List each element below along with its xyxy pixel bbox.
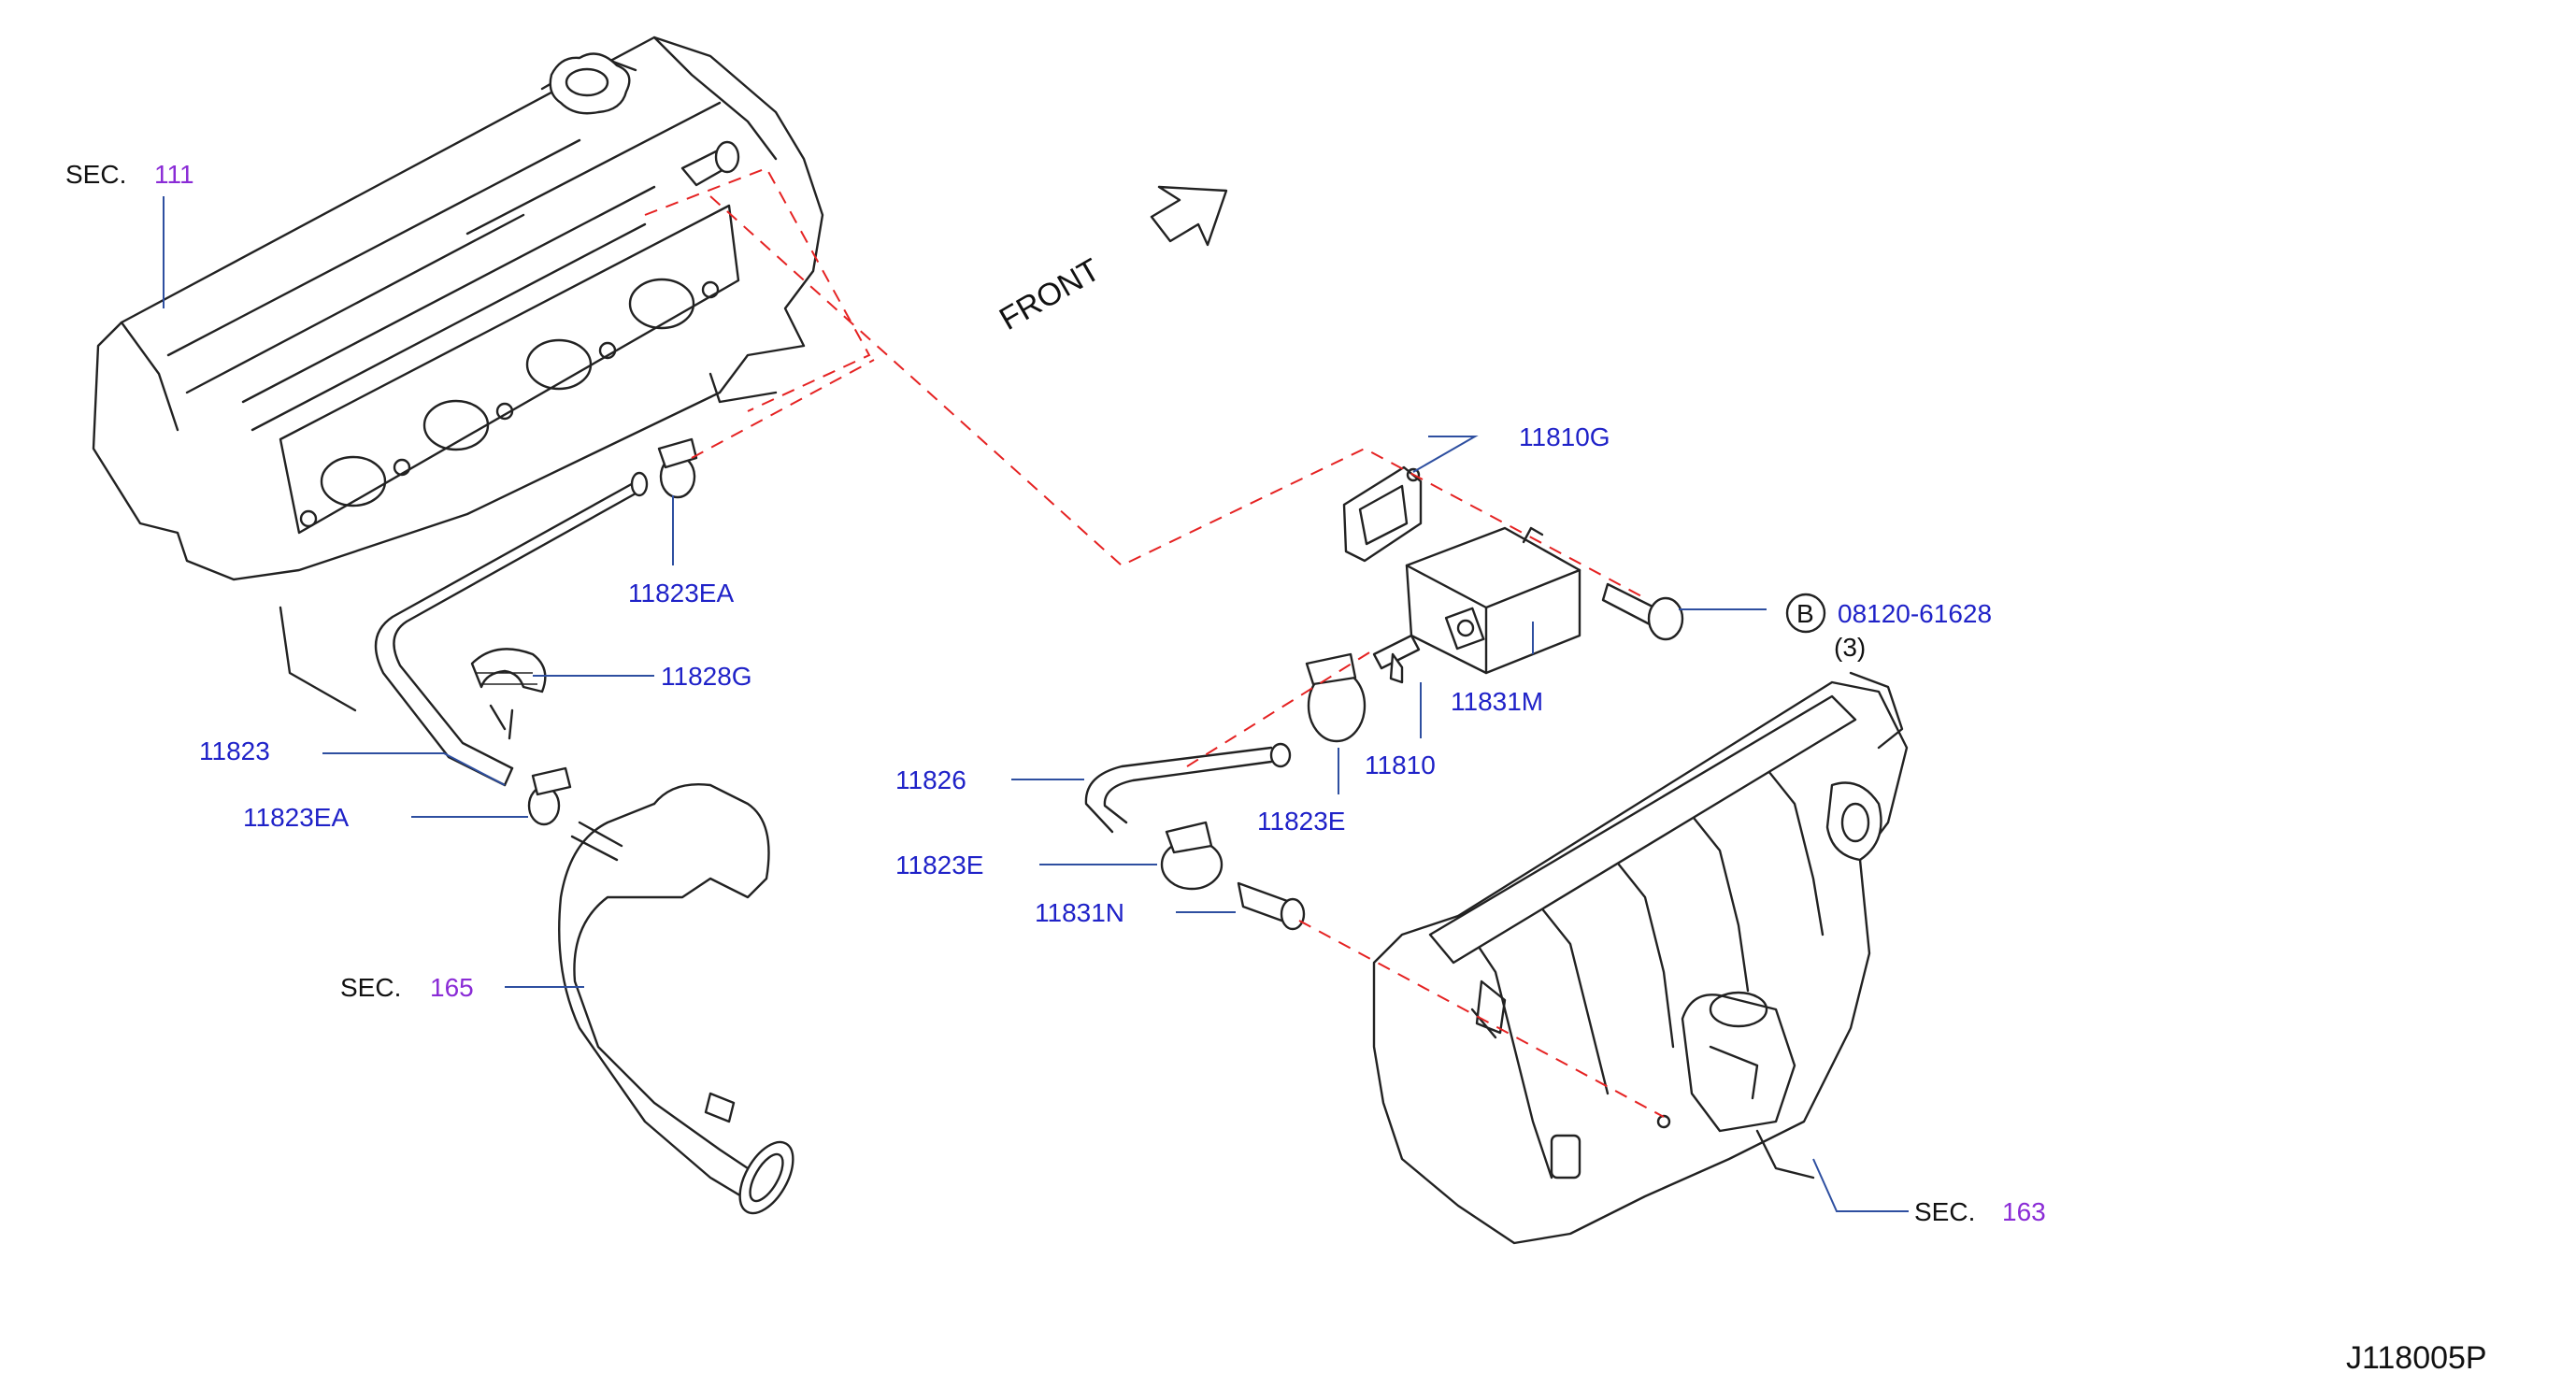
part-11831M-label[interactable]: 11831M [1451, 687, 1543, 716]
connector-11831N-illustration [1237, 881, 1306, 931]
part-11826-label[interactable]: 11826 [895, 765, 966, 794]
separator-11831M-illustration [1405, 526, 1581, 675]
part-11810G-label[interactable]: 11810G [1519, 422, 1610, 451]
part-11831N-label[interactable]: 11831N [1035, 898, 1124, 927]
part-11823E-upper-label[interactable]: 11823E [1257, 807, 1345, 836]
part-11823-label[interactable]: 11823 [199, 736, 270, 765]
sec-111-prefix: SEC. [65, 160, 126, 189]
sec-111-number[interactable]: 111 [154, 160, 194, 189]
part-11823E-lower-label[interactable]: 11823E [895, 851, 983, 879]
hose-11823-illustration [374, 471, 649, 787]
intake-manifold-sec163-illustration [1372, 671, 1909, 1245]
clamp-11823EA-bottom-illustration [527, 766, 572, 826]
assembly-guide-lines [644, 166, 1665, 1118]
front-arrow-icon [1150, 185, 1228, 247]
clamp-11823EA-top-illustration [657, 437, 698, 499]
part-11823EA-bottom-label[interactable]: 11823EA [243, 803, 349, 832]
part-11828G-label[interactable]: 11828G [661, 662, 752, 691]
valve-11810-illustration [1372, 634, 1421, 684]
sec-165-number[interactable]: 165 [430, 973, 474, 1002]
clamp-11823E-lower-illustration [1160, 821, 1224, 891]
front-label: FRONT [994, 251, 1106, 336]
clip-11828G-illustration [470, 648, 547, 740]
bolt-quantity: (3) [1834, 633, 1866, 662]
bolt-callout: B [1785, 593, 1826, 634]
leader-lines [163, 196, 1909, 1212]
part-11810-label[interactable]: 11810 [1365, 751, 1436, 779]
part-11823EA-top-label[interactable]: 11823EA [628, 579, 734, 608]
bolt-marker-circle-icon [1785, 593, 1826, 634]
sec-163-number[interactable]: 163 [2002, 1197, 2046, 1226]
bolt-part-number-label[interactable]: 08120-61628 [1838, 599, 1992, 628]
front-direction-indicator: FRONT [994, 185, 1228, 337]
cylinder-head-illustration [92, 36, 824, 712]
diagram-code: J118005P [2346, 1340, 2487, 1376]
bolt-08120-61628-illustration [1601, 582, 1684, 641]
gasket-11810G-illustration [1342, 465, 1423, 563]
sec-165-prefix: SEC. [340, 973, 401, 1002]
hose-11826-illustration [1084, 742, 1292, 834]
water-pipe-sec165-illustration [558, 783, 794, 1215]
bolt-marker-letter: B [1796, 599, 1814, 628]
sec-163-prefix: SEC. [1914, 1197, 1975, 1226]
clamp-11823E-upper-illustration [1305, 652, 1367, 743]
